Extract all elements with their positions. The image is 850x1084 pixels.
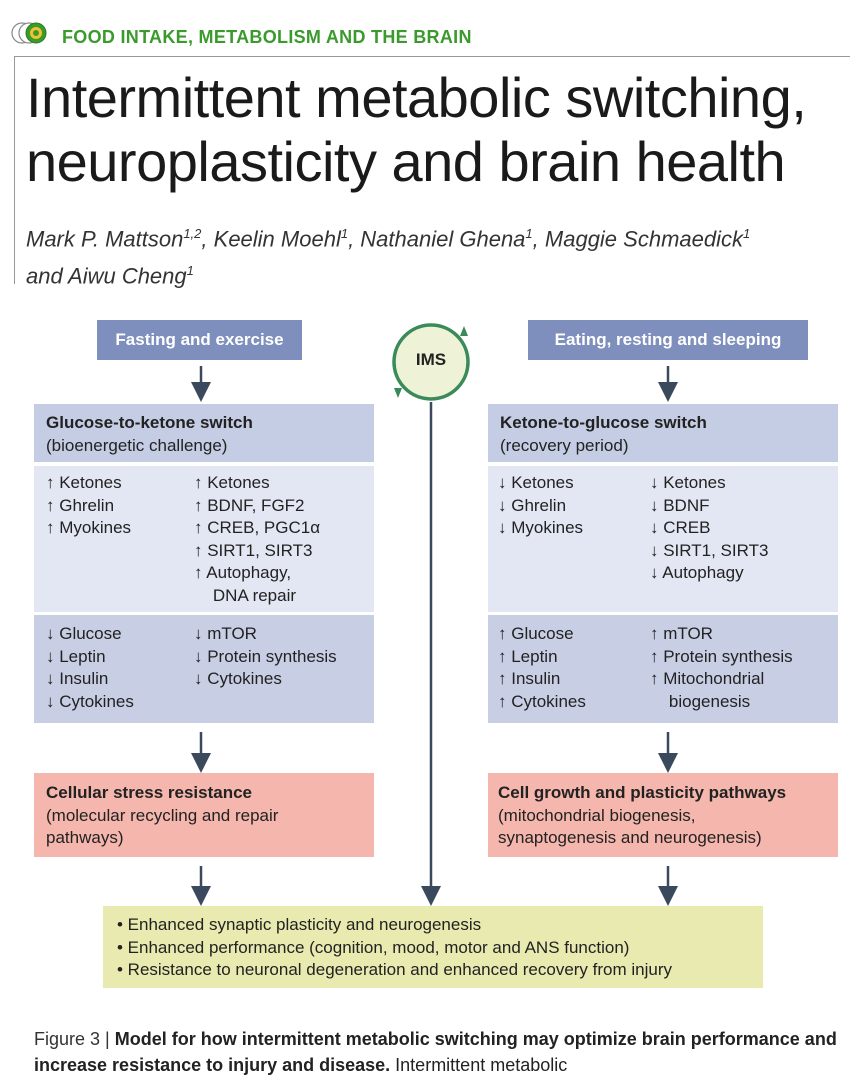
list-item: ↑ SIRT1, SIRT3 [194, 540, 313, 560]
caption-text: Intermittent metabolic [390, 1055, 568, 1075]
list-item: ↓ CREB [650, 518, 711, 537]
caption-label: Figure 3 | [34, 1029, 115, 1049]
author-affiliation: 1 [525, 226, 533, 241]
right-increase-panel: ↑ Glucose ↑ Leptin ↑ Insulin ↑ Cytokines… [488, 615, 838, 723]
author-name: Keelin Moehl [213, 226, 341, 252]
list-item: ↓ SIRT1, SIRT3 [650, 540, 769, 560]
outcome-bullet: • Enhanced performance (cognition, mood,… [117, 937, 630, 957]
right-up-list-1: ↑ Glucose ↑ Leptin ↑ Insulin ↑ Cytokines [498, 623, 586, 713]
list-item: ↓ Leptin [46, 646, 106, 666]
cell-growth-plasticity-box: Cell growth and plasticity pathways (mit… [488, 773, 838, 857]
brain-outcomes-box: • Enhanced synaptic plasticity and neuro… [103, 906, 763, 988]
authors-line-2: and Aiwu Cheng1 [26, 263, 194, 289]
figure-caption: Figure 3 | Model for how intermittent me… [34, 1026, 844, 1078]
list-item: biogenesis [650, 691, 751, 711]
right-up-list-2: ↑ mTOR ↑ Protein synthesis ↑ Mitochondri… [650, 623, 793, 713]
author-list: Mark P. Mattson1,2, Keelin Moehl1, Natha… [26, 218, 850, 293]
cellular-stress-resistance-box: Cellular stress resistance (molecular re… [34, 773, 374, 857]
author-name: Nathaniel Ghena [360, 226, 526, 252]
list-item: ↓ Glucose [46, 624, 122, 643]
author-affiliation: 1 [340, 226, 349, 241]
list-item: ↑ BDNF, FGF2 [194, 495, 305, 515]
list-item: ↑ Leptin [498, 646, 558, 666]
list-item: ↑ Protein synthesis [650, 646, 793, 666]
outcome-title: Cellular stress resistance [46, 783, 253, 802]
list-item: ↑ Ghrelin [46, 495, 115, 515]
outcome-bullet: • Enhanced synaptic plasticity and neuro… [117, 915, 482, 934]
caption-title: Model for how intermittent metabolic swi… [34, 1029, 837, 1075]
author-affiliation: 1,2 [183, 226, 202, 241]
list-item: ↓ Ghrelin [498, 495, 567, 515]
switch-title: Ketone-to-glucose switch [500, 413, 707, 432]
outcome-title: Cell growth and plasticity pathways [498, 783, 787, 802]
list-item: ↑ Mitochondrial [650, 669, 765, 688]
author-affiliation: 1 [743, 226, 751, 241]
list-item: ↓ Cytokines [46, 691, 134, 711]
list-item: ↑ Ketones [46, 473, 122, 492]
list-item: ↑ Myokines [46, 518, 132, 537]
outcome-subtitle: (mitochondrial biogenesis, synaptogenesi… [498, 805, 762, 848]
eating-resting-box: Eating, resting and sleeping [528, 320, 808, 360]
switch-subtitle: (bioenergetic challenge) [46, 435, 228, 455]
list-item: ↓ BDNF [650, 495, 710, 515]
header-rule [14, 56, 850, 57]
switch-subtitle: (recovery period) [500, 435, 629, 455]
list-item: ↑ CREB, PGC1α [194, 518, 321, 537]
ims-cycle-icon [392, 323, 470, 401]
list-item: ↑ Cytokines [498, 691, 586, 711]
author-name: Maggie Schmaedick [544, 226, 743, 252]
author-name: Aiwu Cheng [68, 263, 187, 289]
list-item: ↓ Ketones [650, 473, 726, 492]
list-item: ↓ Ketones [498, 473, 574, 492]
list-item: ↓ Autophagy [650, 563, 744, 582]
list-item: ↓ Protein synthesis [194, 646, 337, 666]
fasting-exercise-box: Fasting and exercise [97, 320, 302, 360]
left-up-list-1: ↑ Ketones ↑ Ghrelin ↑ Myokines [46, 472, 131, 540]
right-down-list-2: ↓ Ketones ↓ BDNF ↓ CREB ↓ SIRT1, SIRT3 ↓… [650, 472, 768, 585]
author-name: Mark P. Mattson [26, 226, 184, 252]
list-item: ↑ Ketones [194, 473, 270, 492]
author-affiliation: 1 [186, 263, 194, 279]
list-item: ↑ Glucose [498, 624, 574, 643]
right-decrease-panel: ↓ Ketones ↓ Ghrelin ↓ Myokines ↓ Ketones… [488, 466, 838, 612]
list-item: ↑ Autophagy, [194, 563, 292, 582]
title-line-2: neuroplasticity and brain health [26, 130, 786, 193]
outcome-bullet: • Resistance to neuronal degeneration an… [117, 960, 673, 979]
list-item: ↑ mTOR [650, 624, 713, 643]
list-item: ↓ Myokines [498, 518, 584, 537]
list-item: DNA repair [194, 585, 297, 605]
glucose-ketone-switch-header: Glucose-to-ketone switch (bioenergetic c… [34, 404, 374, 462]
switch-title: Glucose-to-ketone switch [46, 413, 253, 432]
article-title: Intermittent metabolic switching, neurop… [26, 66, 850, 194]
list-item: ↓ Insulin [46, 669, 109, 688]
right-down-list-1: ↓ Ketones ↓ Ghrelin ↓ Myokines [498, 472, 583, 540]
list-item: ↑ Insulin [498, 669, 561, 688]
journal-logo-icon [10, 20, 58, 46]
ketone-glucose-switch-header: Ketone-to-glucose switch (recovery perio… [488, 404, 838, 462]
left-increase-panel: ↑ Ketones ↑ Ghrelin ↑ Myokines ↑ Ketones… [34, 466, 374, 612]
list-item: ↓ mTOR [194, 624, 257, 643]
left-decrease-panel: ↓ Glucose ↓ Leptin ↓ Insulin ↓ Cytokines… [34, 615, 374, 723]
ims-label: IMS [415, 350, 447, 369]
authors-line-1: Mark P. Mattson1,2, Keelin Moehl1, Natha… [26, 226, 751, 252]
left-down-list-1: ↓ Glucose ↓ Leptin ↓ Insulin ↓ Cytokines [46, 623, 134, 713]
header-rule-left [14, 56, 15, 284]
title-line-1: Intermittent metabolic switching, [26, 66, 807, 129]
left-up-list-2: ↑ Ketones ↑ BDNF, FGF2 ↑ CREB, PGC1α ↑ S… [194, 472, 320, 607]
list-item: ↓ Cytokines [194, 669, 282, 688]
section-label: FOOD INTAKE, METABOLISM AND THE BRAIN [62, 27, 472, 47]
left-down-list-2: ↓ mTOR ↓ Protein synthesis ↓ Cytokines [194, 623, 337, 691]
outcome-subtitle: (molecular recycling and repair pathways… [46, 805, 279, 848]
